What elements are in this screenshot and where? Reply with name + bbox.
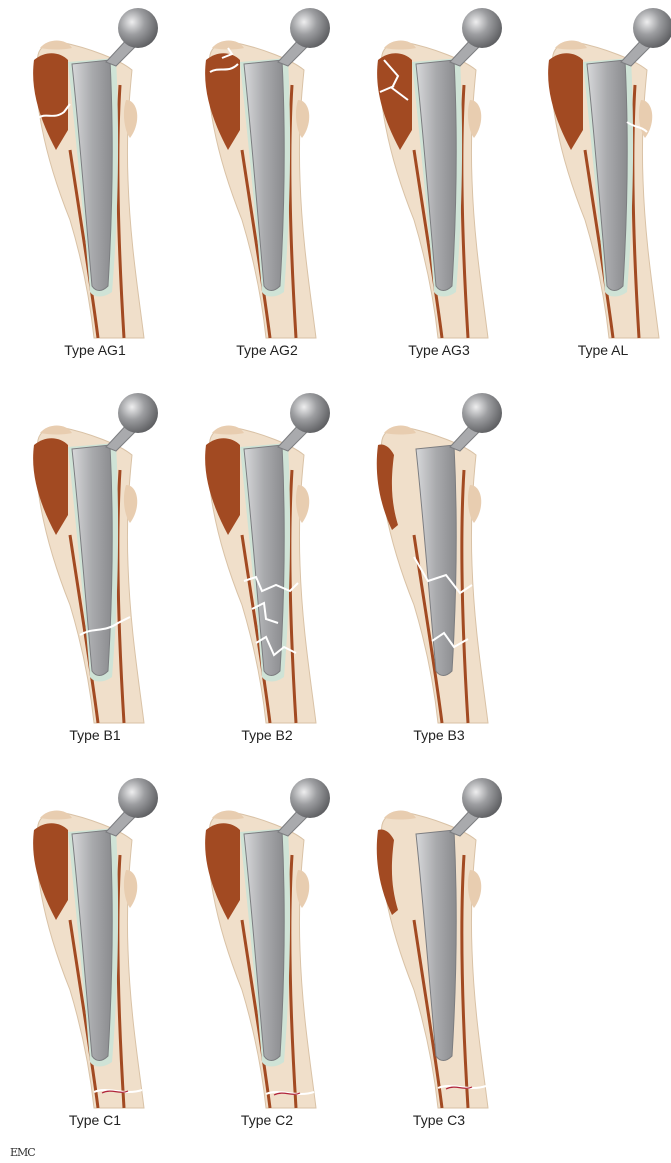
femoral-head	[462, 778, 502, 818]
trochanter-cap	[555, 41, 587, 50]
panel-type-c1: Type C1	[20, 770, 170, 1140]
panel-caption: Type AL	[535, 342, 671, 358]
femoral-head	[633, 8, 671, 48]
panel-type-b2: Type B2	[192, 385, 342, 755]
femur-stem-illustration	[364, 0, 514, 340]
greater-trochanter-cancellous	[33, 823, 68, 920]
femur-stem-illustration	[20, 385, 170, 725]
greater-trochanter-cancellous	[205, 823, 240, 920]
emc-logo: EMC	[10, 1146, 35, 1159]
femur-stem-illustration	[192, 770, 342, 1110]
femoral-head	[290, 778, 330, 818]
femoral-head	[290, 8, 330, 48]
panel-type-b1: Type B1	[20, 385, 170, 755]
trochanter-cap	[40, 41, 72, 50]
trochanter-cap	[212, 811, 244, 820]
femoral-head	[118, 778, 158, 818]
femur-stem-illustration	[20, 0, 170, 340]
panel-caption: Type C3	[364, 1112, 514, 1128]
panel-type-ag3: Type AG3	[364, 0, 514, 370]
femoral-head	[290, 393, 330, 433]
fracture-line	[422, 685, 426, 711]
trochanter-cap	[384, 41, 416, 50]
panel-type-ag1: Type AG1	[20, 0, 170, 370]
femur-stem-illustration	[192, 385, 342, 725]
greater-trochanter-cancellous	[33, 53, 68, 150]
femoral-head	[462, 8, 502, 48]
panel-caption: Type B2	[192, 727, 342, 743]
femur-stem-illustration	[364, 770, 514, 1110]
femur-stem-illustration	[192, 0, 342, 340]
trochanter-cap	[40, 426, 72, 435]
panel-type-al: Type AL	[535, 0, 671, 370]
femoral-head	[118, 393, 158, 433]
panel-caption: Type AG2	[192, 342, 342, 358]
panel-type-ag2: Type AG2	[192, 0, 342, 370]
femoral-head	[118, 8, 158, 48]
trochanter-cap	[384, 811, 416, 820]
femur-stem-illustration	[364, 385, 514, 725]
greater-trochanter-cancellous	[377, 53, 412, 150]
trochanter-cap	[40, 811, 72, 820]
greater-trochanter-cancellous	[548, 53, 583, 150]
panel-caption: Type C1	[20, 1112, 170, 1128]
panel-type-c2: Type C2	[192, 770, 342, 1140]
trochanter-cap	[384, 426, 416, 435]
panel-caption: Type AG3	[364, 342, 514, 358]
femur-stem-illustration	[20, 770, 170, 1110]
panel-caption: Type B1	[20, 727, 170, 743]
panel-type-c3: Type C3	[364, 770, 514, 1140]
trochanter-cap	[212, 426, 244, 435]
femur-stem-illustration	[535, 0, 671, 340]
panel-caption: Type AG1	[20, 342, 170, 358]
femoral-head	[462, 393, 502, 433]
panel-caption: Type C2	[192, 1112, 342, 1128]
panel-caption: Type B3	[364, 727, 514, 743]
greater-trochanter-cancellous	[205, 438, 240, 535]
greater-trochanter-cancellous	[33, 438, 68, 535]
panel-type-b3: Type B3	[364, 385, 514, 755]
